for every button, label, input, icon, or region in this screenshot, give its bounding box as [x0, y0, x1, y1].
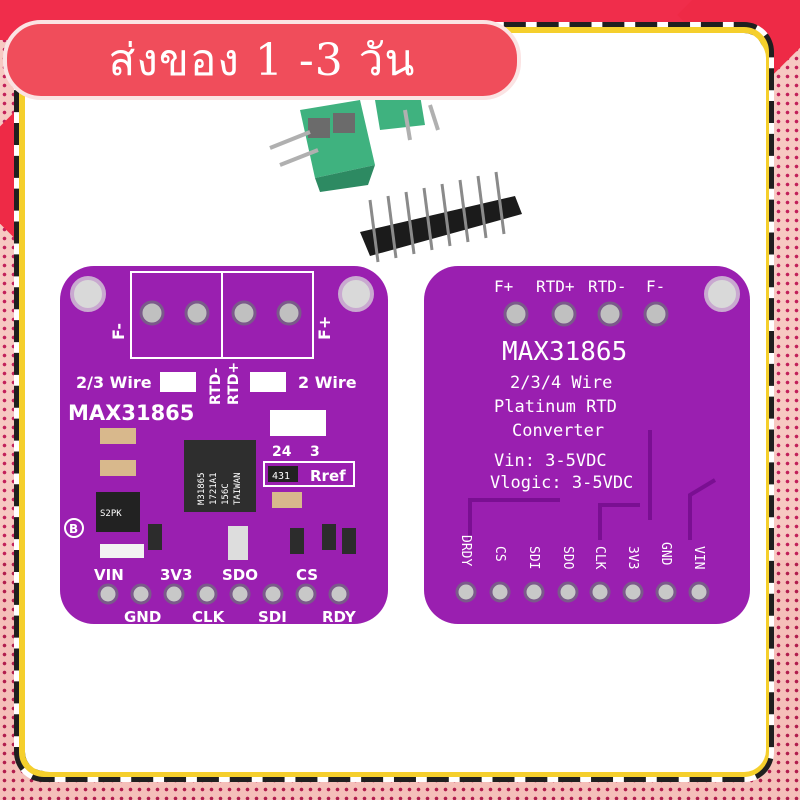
- front-pin-vin: VIN: [94, 566, 124, 584]
- board-front: F- F+ RTD- RTD+ 2/3 Wire 2 Wire MAX31865…: [60, 266, 388, 626]
- front-pin-rdy: RDY: [322, 608, 357, 626]
- front-pin-sdi: SDI: [258, 608, 287, 626]
- back-pin-vin: VIN: [691, 546, 706, 569]
- back-line-1: 2/3/4 Wire: [510, 373, 612, 393]
- front-pin-3v3: 3V3: [160, 566, 192, 584]
- screw-terminal-block-2: [375, 95, 440, 141]
- front-title: MAX31865: [68, 401, 194, 425]
- front-pin-clk: CLK: [192, 608, 226, 626]
- chip-line-1: M31865: [197, 472, 207, 505]
- back-label-rtd-minus: RTD-: [588, 277, 627, 296]
- front-rtd-plus: RTD+: [226, 362, 242, 405]
- back-pin-cs: CS: [492, 546, 507, 562]
- front-wire-left: 2/3 Wire: [76, 373, 152, 392]
- back-line-4: Vin: 3-5VDC: [494, 451, 607, 471]
- screw-terminal-block: [269, 100, 375, 192]
- shipping-banner: ส่งของ 1 -3 วัน: [3, 20, 521, 100]
- back-pin-gnd: GND: [658, 542, 673, 566]
- front-logo: B: [69, 522, 78, 536]
- front-pin-sdo: SDO: [222, 566, 258, 584]
- shipping-banner-text: ส่งของ 1 -3 วัน: [108, 35, 416, 86]
- front-diode-code: S2PK: [100, 509, 122, 519]
- back-label-f-plus: F+: [494, 277, 513, 296]
- front-f-plus: F+: [315, 316, 334, 340]
- front-jumper-24: 24: [272, 444, 292, 460]
- back-pin-3v3: 3V3: [625, 546, 640, 569]
- chip-line-3: 156C: [221, 483, 231, 505]
- front-rtd-minus: RTD-: [208, 367, 224, 405]
- back-pin-sdi: SDI: [526, 546, 541, 569]
- back-label-f-minus: F-: [646, 277, 665, 296]
- back-title: MAX31865: [502, 337, 627, 367]
- front-wire-right: 2 Wire: [298, 373, 357, 392]
- back-line-5: Vlogic: 3-5VDC: [490, 473, 633, 493]
- back-line-3: Converter: [512, 421, 604, 441]
- chip-line-2: 1721A1: [209, 472, 219, 505]
- chip-line-4: TAIWAN: [233, 472, 243, 505]
- back-pin-clk: CLK: [592, 546, 607, 570]
- front-jumper-3: 3: [310, 444, 320, 460]
- board-back: F+ RTD+ RTD- F- MAX31865 2/3/4 Wire Plat…: [424, 266, 750, 624]
- back-label-rtd-plus: RTD+: [536, 277, 575, 296]
- front-pin-gnd: GND: [124, 608, 161, 626]
- back-pin-drdy: DRDY: [458, 535, 473, 566]
- back-line-2: Platinum RTD: [494, 397, 617, 417]
- front-f-minus: F-: [109, 323, 128, 340]
- front-pin-cs: CS: [296, 566, 318, 584]
- front-rref: Rref: [310, 467, 346, 485]
- pin-header-strip: [360, 171, 522, 263]
- front-resistor-code: 431: [272, 471, 290, 482]
- back-pin-sdo: SDO: [560, 546, 575, 570]
